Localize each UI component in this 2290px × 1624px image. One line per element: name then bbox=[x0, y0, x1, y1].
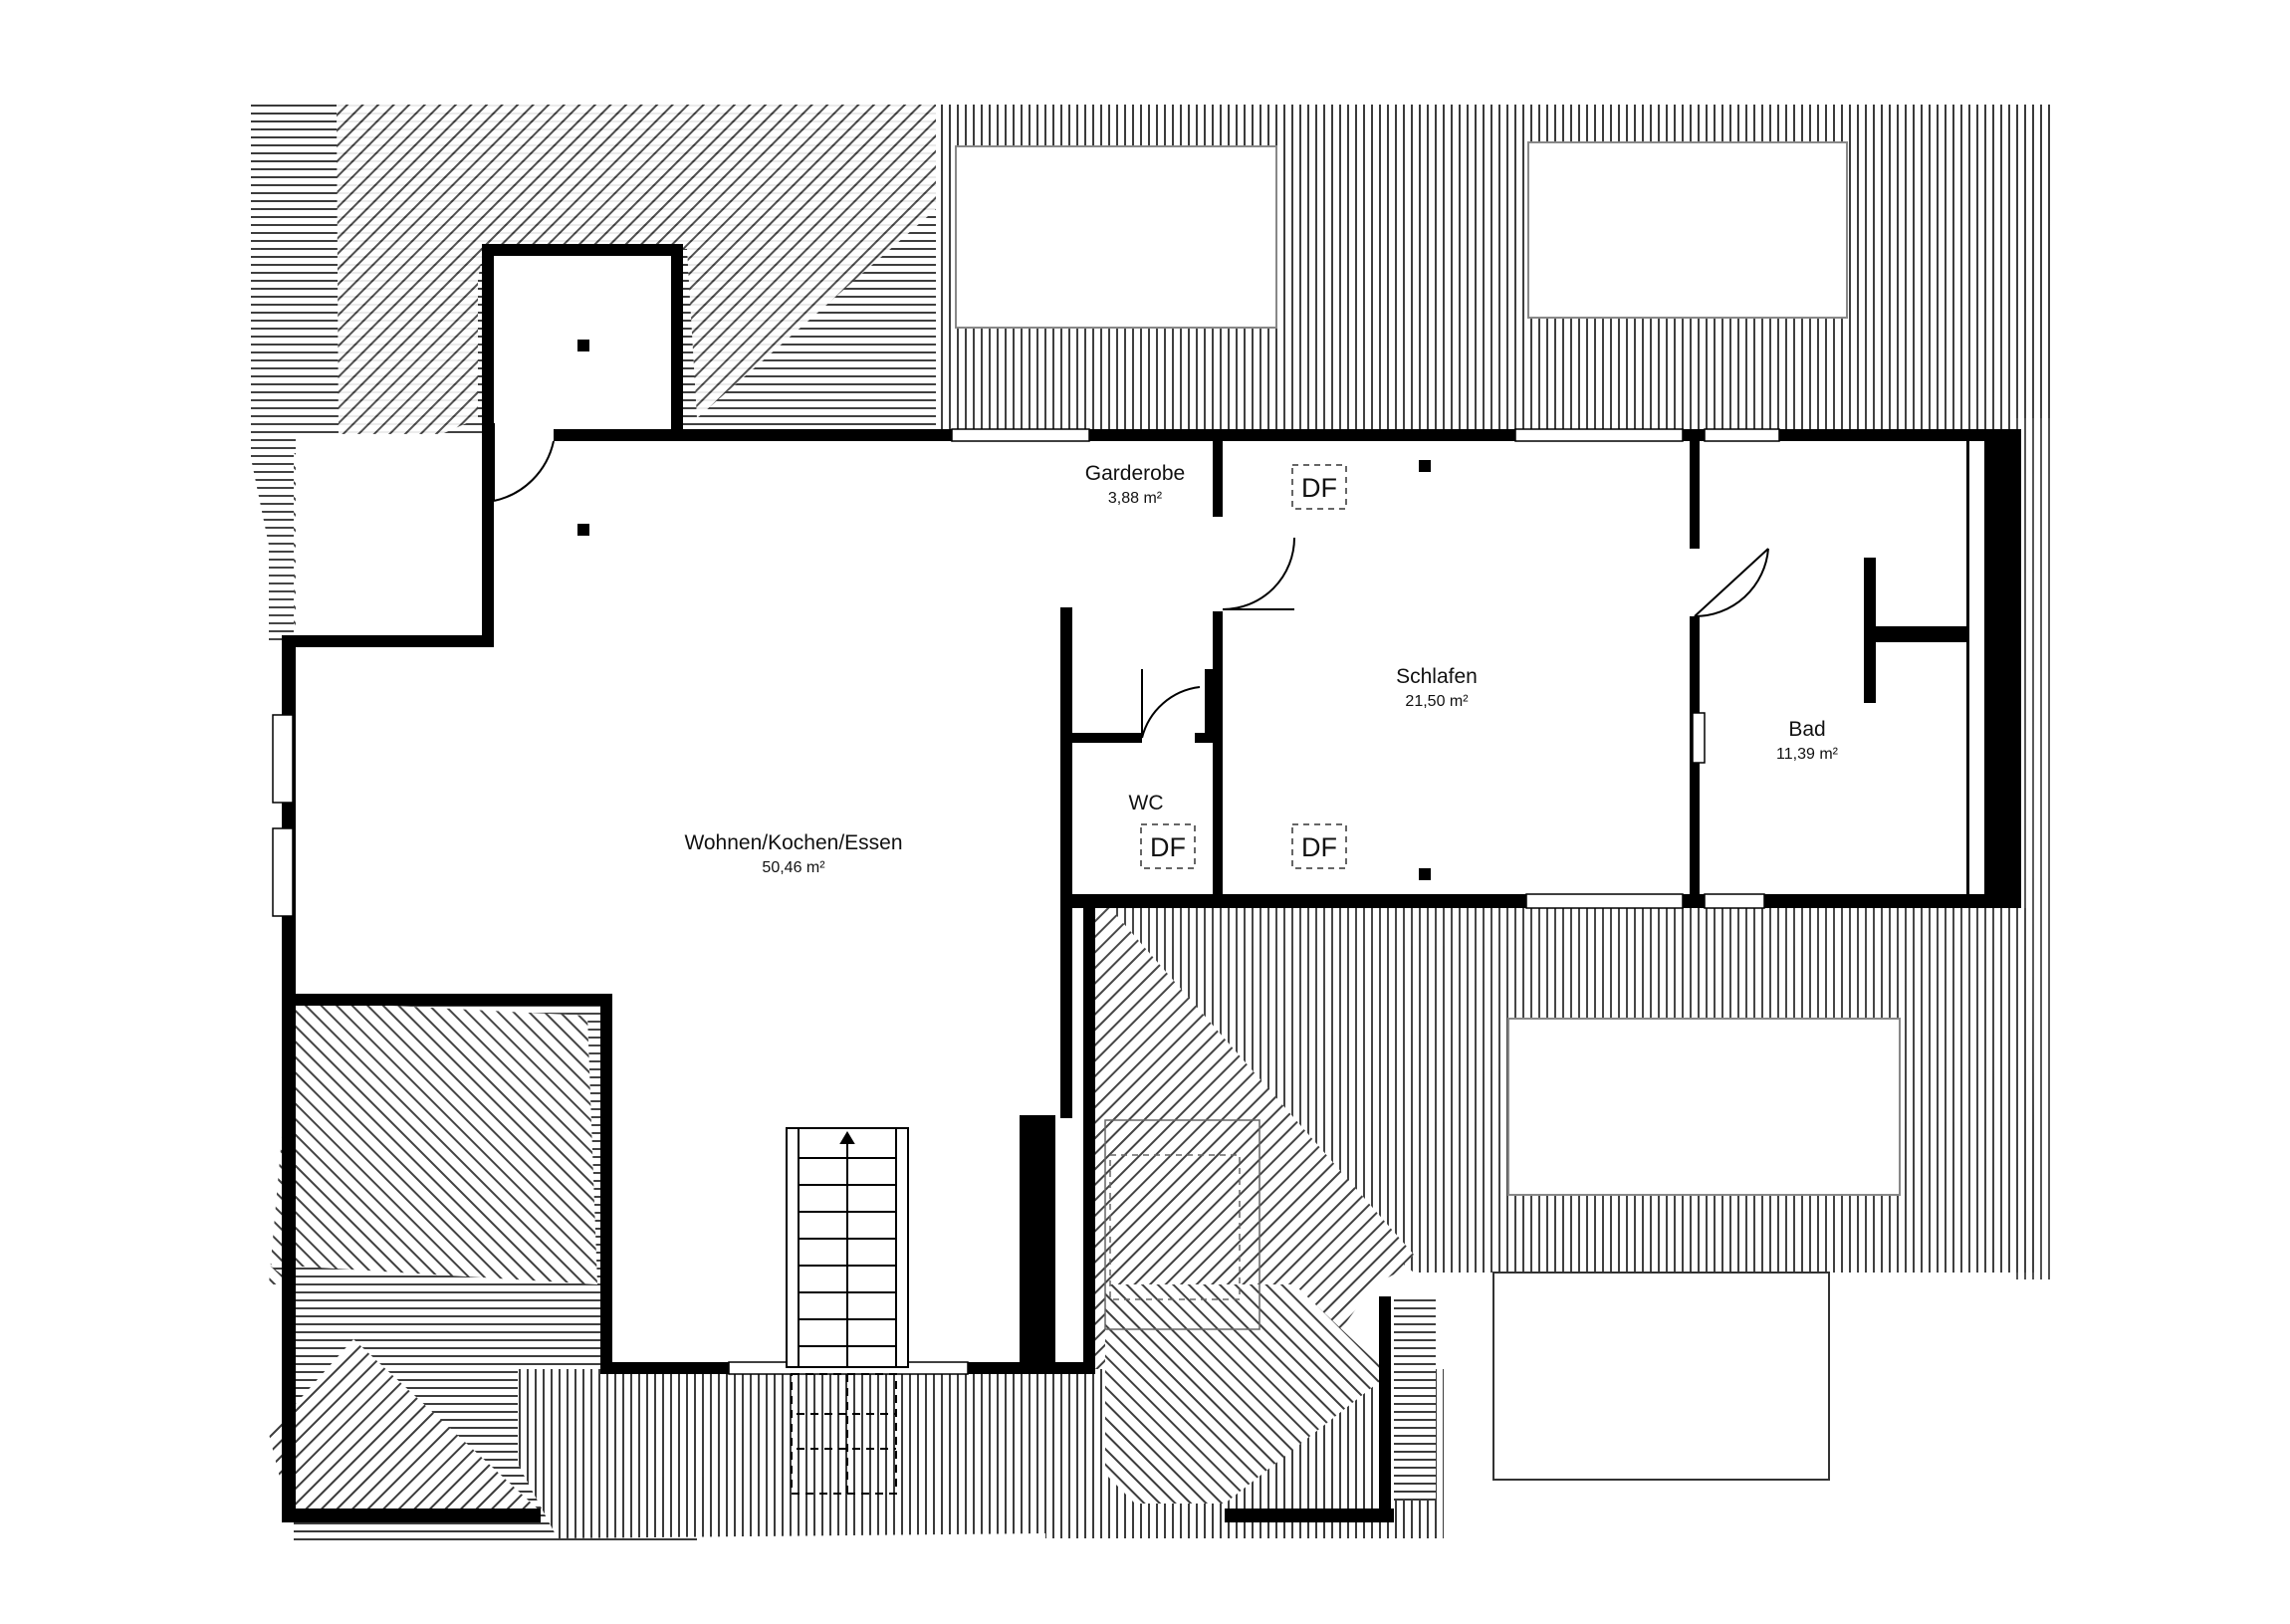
bath-floor bbox=[1695, 434, 2018, 902]
skylight-label: DF bbox=[1301, 832, 1337, 862]
wall-bath-partition bbox=[1864, 558, 1876, 703]
room-name-bedroom: Schlafen bbox=[1396, 665, 1478, 688]
wall-stairwell-right-2 bbox=[1043, 1115, 1055, 1366]
window-west-2 bbox=[272, 827, 294, 917]
wall-west-lower-notch bbox=[296, 994, 610, 1006]
roof-vent-box bbox=[1104, 1119, 1260, 1330]
wc-floor bbox=[1070, 739, 1217, 902]
wall-west-notch-top bbox=[294, 635, 493, 647]
door-closet[interactable] bbox=[493, 423, 555, 502]
dormer-bottom bbox=[1507, 1018, 1901, 1196]
wall-corridor-3 bbox=[1060, 904, 1072, 1118]
window-south-2 bbox=[1704, 893, 1765, 909]
window-south-1 bbox=[1525, 893, 1684, 909]
wall-bottom-right-v bbox=[1379, 1296, 1391, 1520]
stair-treads bbox=[799, 1157, 896, 1347]
skylight-label: DF bbox=[1150, 832, 1186, 862]
wall-corridor-1 bbox=[1060, 607, 1072, 906]
shaft-living bbox=[577, 524, 589, 536]
dormer-top-2 bbox=[1527, 141, 1848, 319]
door-bedroom[interactable] bbox=[1222, 537, 1295, 610]
skylight-wc: DF bbox=[1140, 823, 1196, 869]
room-area-living: 50,46 m² bbox=[762, 859, 825, 876]
staircase[interactable] bbox=[786, 1127, 909, 1495]
wall-closet-right bbox=[671, 244, 683, 439]
wall-closet-left bbox=[482, 244, 494, 439]
wall-bath-shelf bbox=[1872, 626, 1967, 642]
wall-stair-box bbox=[1031, 1120, 1043, 1366]
skylight-markers: DF DF DF bbox=[1140, 464, 1347, 869]
living-floor bbox=[296, 255, 1215, 1366]
skylight-bedroom: DF bbox=[1291, 823, 1347, 869]
wall-bedroom-right-upper bbox=[1690, 429, 1700, 549]
doors bbox=[493, 423, 1769, 739]
balcony-outline bbox=[1492, 1272, 1830, 1481]
shafts bbox=[577, 340, 1431, 880]
wall-bottom-left bbox=[282, 1508, 541, 1522]
wall-bottom-right bbox=[1225, 1508, 1394, 1522]
wall-wc-top bbox=[1060, 733, 1142, 743]
dormers bbox=[955, 141, 1901, 1481]
window-north-1 bbox=[951, 428, 1090, 442]
dormer-top-1 bbox=[955, 145, 1277, 329]
room-name-bath: Bad bbox=[1788, 718, 1825, 741]
skylight-garderobe: DF bbox=[1291, 464, 1347, 510]
room-name-living: Wohnen/Kochen/Essen bbox=[684, 831, 902, 854]
stair-below-dashed bbox=[791, 1373, 897, 1495]
door-bath[interactable] bbox=[1694, 548, 1769, 618]
wall-west-lower-side bbox=[600, 994, 612, 1374]
wall-corridor-2 bbox=[1083, 904, 1095, 1374]
room-area-bath: 11,39 m² bbox=[1776, 746, 1839, 763]
skylight-label: DF bbox=[1301, 473, 1337, 503]
shaft-closet bbox=[577, 340, 589, 351]
window-west-1 bbox=[272, 714, 294, 804]
wall-east bbox=[1984, 429, 2021, 908]
room-name-wc: WC bbox=[1129, 792, 1164, 814]
shaft-bedroom-top bbox=[1419, 460, 1431, 472]
wall-north bbox=[554, 429, 2021, 441]
room-area-bedroom: 21,50 m² bbox=[1405, 693, 1469, 710]
window-north-2 bbox=[1514, 428, 1684, 442]
room-labels: Wohnen/Kochen/Essen 50,46 m² Garderobe 3… bbox=[684, 462, 1838, 876]
room-name-garderobe: Garderobe bbox=[1085, 462, 1185, 485]
wall-bath-inner bbox=[1966, 434, 1969, 898]
window-bath-side bbox=[1692, 712, 1706, 764]
room-area-garderobe: 3,88 m² bbox=[1108, 490, 1163, 507]
interior-floor bbox=[296, 255, 2018, 1366]
window-north-3 bbox=[1704, 428, 1780, 442]
wall-west-notch-side bbox=[482, 429, 494, 647]
door-wc[interactable] bbox=[1141, 669, 1201, 739]
shaft-bedroom-bottom bbox=[1419, 868, 1431, 880]
wall-bedroom-left-lower bbox=[1213, 611, 1223, 906]
wall-closet-top bbox=[482, 244, 683, 256]
wall-bedroom-left-upper bbox=[1213, 429, 1223, 517]
wall-stairwell-right bbox=[1020, 1115, 1031, 1366]
